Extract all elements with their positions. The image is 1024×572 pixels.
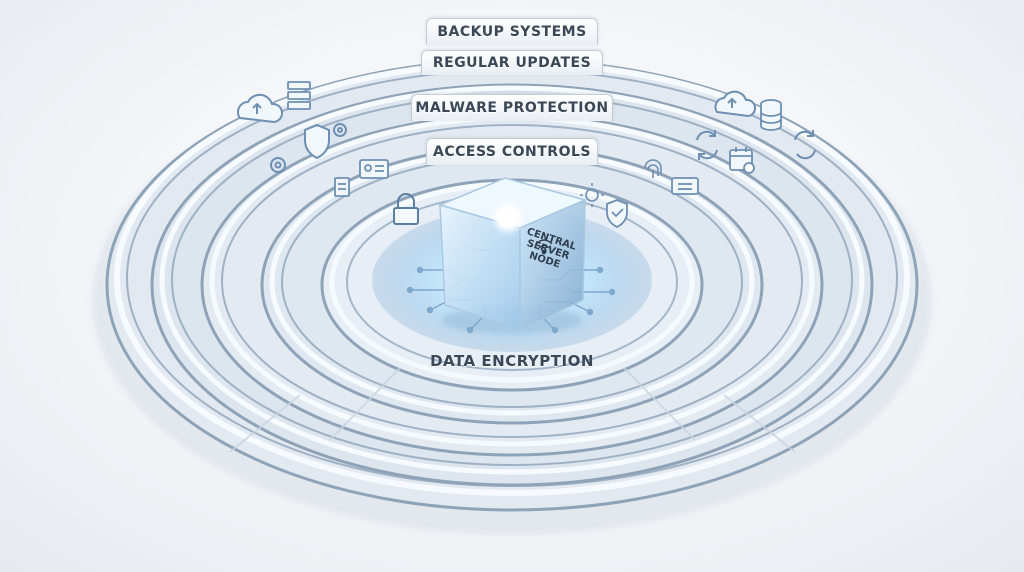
shield-icon [304,123,330,160]
fingerprint-icon [644,159,662,178]
virus-icon [580,183,604,207]
tab-malware-protection [411,94,613,121]
tab-access-controls [426,138,598,165]
label-access-controls: ACCESS CONTROLS [433,144,591,160]
tab-regular-updates [421,50,603,75]
wifi-icon [535,239,553,255]
shield-check-icon [606,199,628,229]
cloud-upload-icon [237,93,283,124]
tab-backup-systems [426,18,598,45]
label-malware-protection: MALWARE PROTECTION [415,100,609,116]
document-icon [334,177,350,197]
label-backup-systems: BACKUP SYSTEMS [437,24,587,40]
central-server-cube [437,177,588,334]
cloud-upload-icon [714,90,757,118]
padlock-icon [393,193,419,225]
server-stack-icon [287,81,311,110]
calendar-icon [729,147,755,174]
sync-arrows-icon [696,130,816,160]
label-regular-updates: REGULAR UPDATES [432,55,592,71]
label-data-encryption: DATA ENCRYPTION [430,352,594,370]
database-icon [760,99,782,131]
gear-icon [270,123,347,173]
id-card-icon [359,159,389,179]
id-card-icon [671,177,699,195]
